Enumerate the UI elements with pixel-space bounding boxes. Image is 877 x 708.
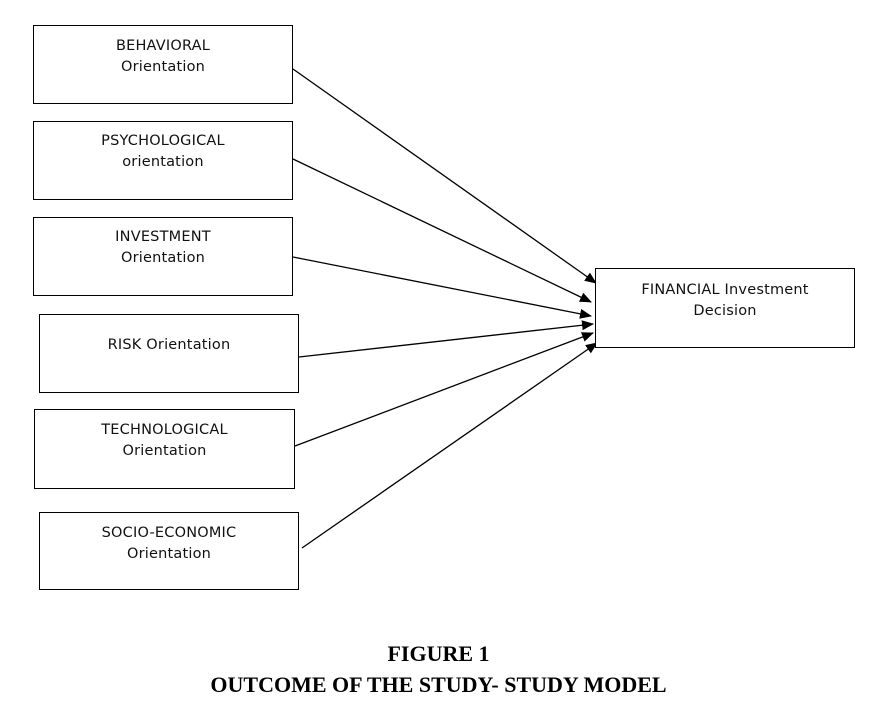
- technological-line2: Orientation: [122, 443, 207, 459]
- arrow-investment-to-decision: [292, 256, 592, 319]
- investment-orientation-box: INVESTMENT Orientation: [33, 217, 293, 296]
- figure-label: FIGURE 1: [387, 641, 490, 666]
- psychological-line2: orientation: [122, 154, 204, 170]
- investment-line1: INVESTMENT: [115, 229, 211, 245]
- technological-orientation-box: TECHNOLOGICAL Orientation: [34, 409, 295, 489]
- behavioral-line1: BEHAVIORAL: [115, 38, 211, 54]
- psychological-line1: PSYCHOLOGICAL: [101, 133, 225, 149]
- socio-economic-orientation-box: SOCIO-ECONOMIC Orientation: [39, 512, 299, 590]
- decision-line1: FINANCIAL Investment: [641, 282, 809, 298]
- behavioral-orientation-box: BEHAVIORAL Orientation: [33, 25, 293, 104]
- psychological-orientation-box: PSYCHOLOGICAL orientation: [33, 121, 293, 200]
- socio-economic-line1: SOCIO-ECONOMIC: [101, 525, 237, 541]
- technological-line1: TECHNOLOGICAL: [101, 422, 228, 438]
- behavioral-line2: Orientation: [120, 59, 206, 75]
- arrow-psychological-to-decision: [292, 158, 592, 303]
- figure-title: OUTCOME OF THE STUDY- STUDY MODEL: [210, 672, 667, 697]
- arrow-risk-to-decision: [298, 320, 594, 358]
- investment-line2: Orientation: [120, 250, 206, 266]
- financial-investment-decision-box: FINANCIAL Investment Decision: [595, 268, 855, 348]
- arrow-socio-economic-to-decision: [301, 342, 598, 549]
- socio-economic-line2: Orientation: [126, 546, 212, 562]
- risk-line1: RISK Orientation: [107, 337, 231, 353]
- arrow-behavioral-to-decision: [292, 68, 597, 284]
- decision-line2: Decision: [693, 303, 757, 319]
- arrow-technological-to-decision: [294, 332, 594, 447]
- risk-orientation-box: RISK Orientation: [39, 314, 299, 393]
